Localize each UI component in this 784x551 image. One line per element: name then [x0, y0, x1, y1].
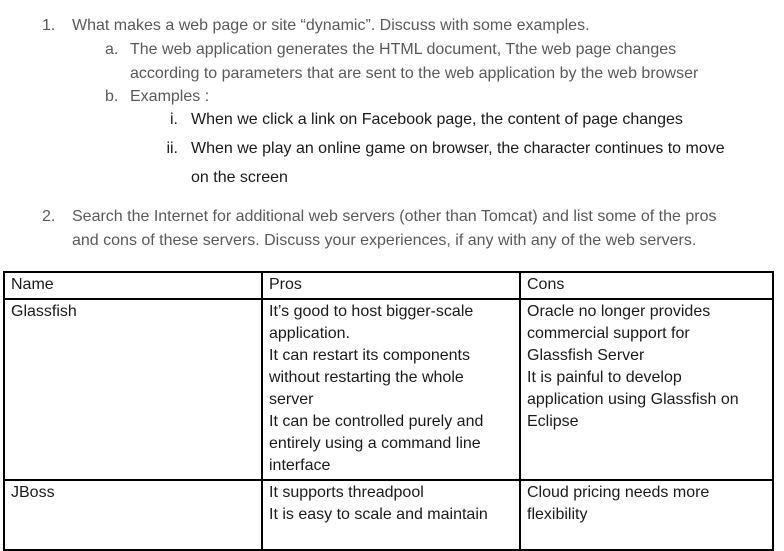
cell-glassfish-cons: Oracle no longer provides commercial sup…	[519, 298, 774, 481]
cell-jboss-name: JBoss	[3, 479, 263, 551]
cell-glassfish-name: Glassfish	[3, 298, 263, 481]
table-header-pros: Pros	[261, 271, 521, 300]
table-header-name: Name	[3, 271, 263, 300]
sub-item-b-marker: b.	[105, 88, 119, 105]
cell-jboss-cons: Cloud pricing needs more flexibility	[519, 479, 774, 551]
sub-item-a-text: The web application generates the HTML d…	[130, 41, 699, 82]
table-row-jboss: JBoss It supports threadpool It is easy …	[3, 479, 774, 551]
question-2-text: Search the Internet for additional web s…	[72, 208, 717, 249]
cell-glassfish-pros: It’s good to host bigger-scale applicati…	[261, 298, 521, 481]
table-row-glassfish: Glassfish It’s good to host bigger-scale…	[3, 298, 774, 481]
example-item-ii-marker: ii.	[166, 140, 178, 157]
sub-item-b-text: Examples :	[130, 88, 210, 105]
table-header-cons: Cons	[519, 271, 774, 300]
example-item-ii-text: When we play an online game on browser, …	[191, 140, 725, 186]
sub-item-a-marker: a.	[105, 41, 119, 58]
servers-table: Name Pros Cons Glassfish It’s good to ho…	[3, 271, 774, 551]
table-header-row: Name Pros Cons	[3, 271, 774, 300]
example-item-i-marker: i.	[170, 111, 178, 128]
question-1-text: What makes a web page or site “dynamic”.…	[72, 17, 590, 34]
question-1-number: 1.	[42, 17, 56, 34]
cell-jboss-pros: It supports threadpool It is easy to sca…	[261, 479, 521, 551]
question-2-number: 2.	[42, 208, 56, 225]
example-item-i-text: When we click a link on Facebook page, t…	[191, 111, 683, 128]
